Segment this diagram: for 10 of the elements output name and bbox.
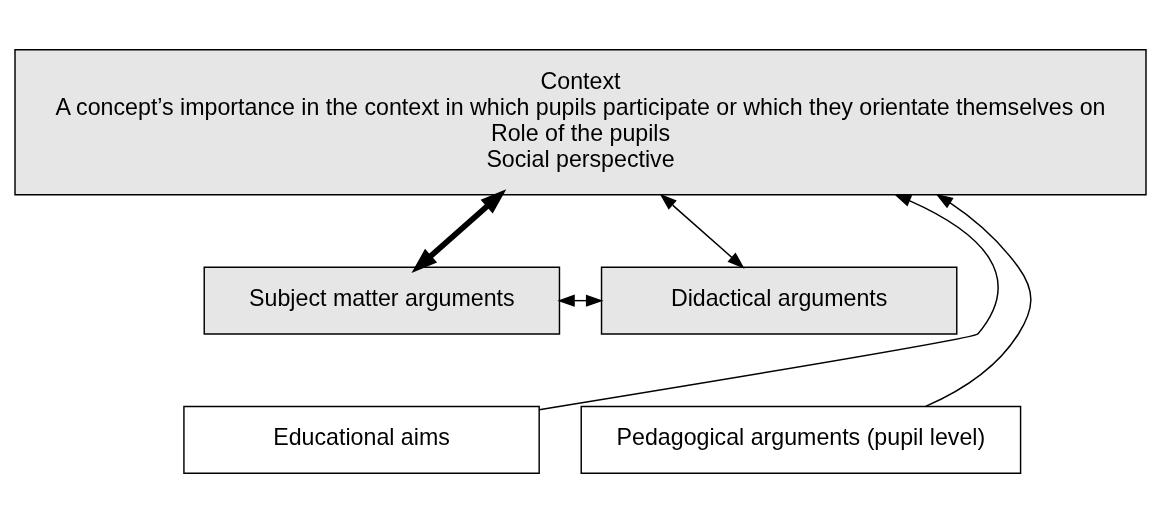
arrow — [538, 193, 999, 410]
node-box: Subject matter arguments — [203, 266, 561, 335]
arrow — [557, 294, 604, 307]
node-box: Pedagogical arguments (pupil level) — [580, 405, 1022, 474]
node-box: Educational aims — [183, 405, 540, 474]
arrow — [924, 193, 1032, 407]
arrow — [411, 188, 507, 273]
node-box: Context A concept’s importance in the context in which pupils participate or which they orientate themselves on Role of the pupils Social perspective — [14, 48, 1147, 196]
node-box: Didactical arguments — [600, 266, 958, 335]
arrow — [659, 193, 745, 269]
